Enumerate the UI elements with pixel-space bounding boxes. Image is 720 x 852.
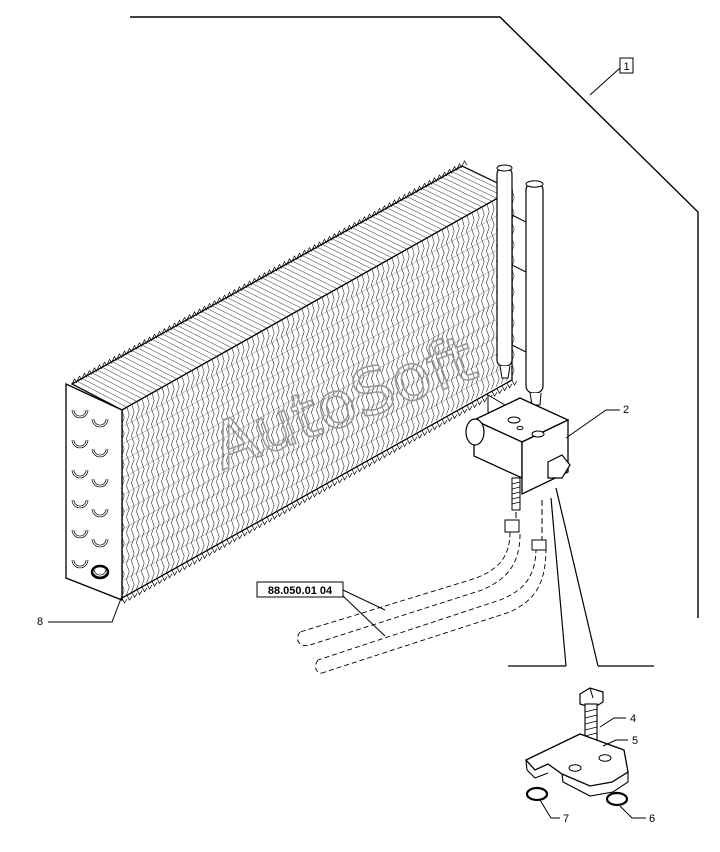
explode-bracket-lines xyxy=(508,487,654,667)
callout-6: 6 xyxy=(649,813,655,825)
pipe-fitting-nuts xyxy=(504,519,547,551)
callout-5: 5 xyxy=(632,735,638,747)
o-ring-left xyxy=(525,786,549,802)
cross-ref-label: 88.050.01 04 xyxy=(268,585,333,597)
callout-8: 8 xyxy=(37,616,43,628)
ref-box-frame xyxy=(619,57,634,74)
callout-2: 2 xyxy=(623,404,629,416)
bottom-fin-serration xyxy=(121,379,518,604)
clamp-plate xyxy=(524,733,629,797)
cross-ref-box xyxy=(256,581,344,598)
bolt xyxy=(579,687,604,741)
o-ring-right xyxy=(605,791,629,807)
callout-7: 7 xyxy=(563,813,569,825)
refrigerant-lines-dashed xyxy=(297,531,547,674)
cross-ref-leader xyxy=(342,589,386,611)
expansion-valve xyxy=(465,397,571,540)
ref-box-label: 1 xyxy=(623,61,629,73)
callout-4: 4 xyxy=(630,713,636,725)
ref-box-leader xyxy=(589,67,621,96)
assembly-bracket-line xyxy=(130,16,699,618)
cross-ref-leader-2 xyxy=(342,595,386,637)
top-fin-serration xyxy=(71,160,513,411)
callout-leaders xyxy=(48,409,646,819)
return-bend-tubes xyxy=(71,409,110,580)
evaporator-core xyxy=(65,160,518,604)
